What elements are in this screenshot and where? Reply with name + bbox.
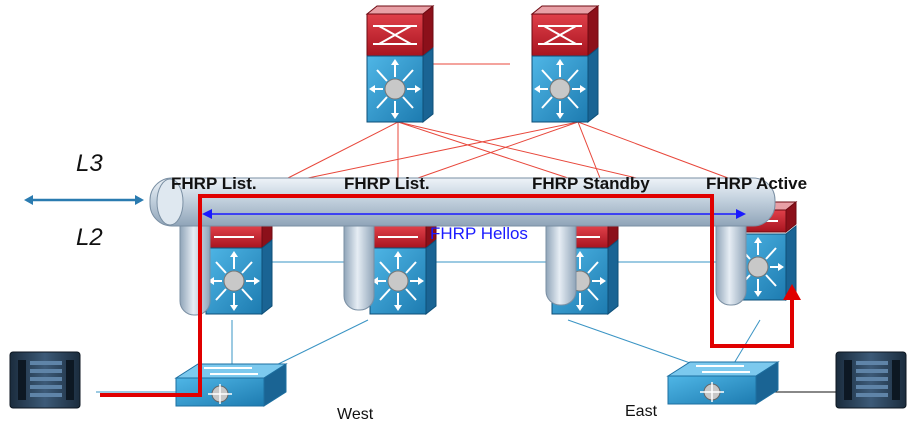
traffic-path [100, 194, 801, 397]
nexus-7000-icon [531, 47, 599, 123]
fhrp-role-switch3: FHRP Standby [532, 174, 650, 193]
core-switch-west [366, 5, 434, 123]
nexus-7000-icon [366, 47, 434, 123]
server-east [835, 351, 907, 409]
core2-agg1-link [307, 121, 579, 179]
layer-label-l2: L2 [76, 224, 103, 251]
core1-agg3-link [397, 121, 569, 179]
l2-bus-pillars [179, 204, 747, 316]
nexus-switch-icon [369, 239, 437, 315]
fhrp-hellos-label: FHRP Hellos [430, 224, 528, 243]
server-icon [835, 351, 907, 409]
aggregation-switch-1 [205, 217, 273, 315]
fhrp-role-switch4: FHRP Active [706, 174, 808, 193]
site-label-east: East [625, 403, 658, 420]
core2-agg2-link [417, 121, 579, 179]
layer-boundary-marker [24, 195, 144, 205]
core-switch-header-icon [531, 5, 599, 57]
server-west [9, 351, 81, 409]
core1-agg1-link [287, 121, 399, 179]
aggregation-switch-2 [369, 217, 437, 315]
arrow-head-icon [783, 284, 801, 300]
core-switch-east [531, 5, 599, 123]
layer-label-l3: L3 [76, 150, 103, 177]
server-icon [9, 351, 81, 409]
workgroup-switch-icon [175, 363, 287, 407]
core-switch-header-icon [366, 5, 434, 57]
site-label-west: West [337, 406, 374, 423]
core2-agg4-link [577, 121, 729, 179]
aggregation-access-links [96, 261, 836, 393]
core-aggregation-links [287, 63, 731, 201]
core2-agg3-link [577, 121, 601, 179]
nexus-switch-icon [205, 239, 273, 315]
fhrp-role-switch2: FHRP List. [344, 174, 430, 193]
fhrp-hellos-arrow [202, 209, 746, 219]
access-switch-west [175, 363, 287, 407]
access-switch-east [667, 361, 779, 405]
fhrp-role-switch1: FHRP List. [171, 174, 257, 193]
workgroup-switch-icon [667, 361, 779, 405]
